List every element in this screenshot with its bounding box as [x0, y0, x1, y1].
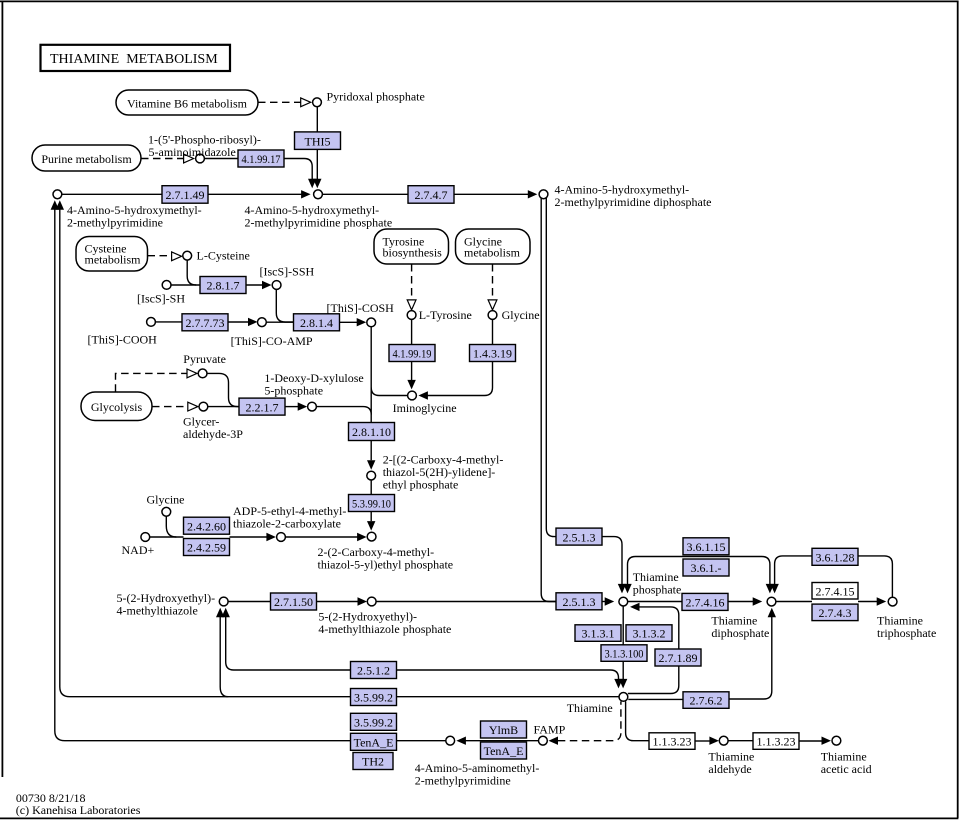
svg-text:2.2.1.7: 2.2.1.7 [246, 400, 279, 414]
svg-text:Thiamine: Thiamine [633, 570, 679, 584]
svg-text:2.7.4.3: 2.7.4.3 [819, 606, 852, 620]
svg-text:thiazole-2-carboxylate: thiazole-2-carboxylate [233, 516, 341, 530]
svg-text:Glycine: Glycine [502, 308, 540, 322]
svg-text:Purine metabolism: Purine metabolism [41, 152, 132, 166]
svg-text:Pyridoxal phosphate: Pyridoxal phosphate [327, 89, 425, 103]
svg-text:4-Amino-5-aminomethyl-: 4-Amino-5-aminomethyl- [415, 761, 540, 775]
svg-text:1.1.3.23: 1.1.3.23 [653, 735, 692, 749]
svg-text:Glycine: Glycine [464, 234, 502, 248]
svg-text:Glycine: Glycine [147, 493, 185, 507]
svg-text:4-methylthiazole phosphate: 4-methylthiazole phosphate [318, 622, 451, 636]
svg-text:FAMP: FAMP [534, 722, 566, 736]
svg-text:3.5.99.2: 3.5.99.2 [354, 691, 393, 705]
svg-text:thiazol-5-yl)ethyl phosphate: thiazol-5-yl)ethyl phosphate [318, 557, 454, 571]
svg-text:2.5.1.3: 2.5.1.3 [563, 595, 596, 609]
svg-text:2-methylpyrimidine: 2-methylpyrimidine [67, 215, 163, 229]
svg-text:4-methylthiazole: 4-methylthiazole [117, 603, 198, 617]
svg-text:Thiamine: Thiamine [711, 613, 757, 627]
svg-text:3.6.1.28: 3.6.1.28 [816, 551, 855, 565]
svg-text:Vitamine B6 metabolism: Vitamine B6 metabolism [127, 96, 248, 110]
svg-text:2.7.4.7: 2.7.4.7 [415, 188, 448, 202]
svg-text:2.7.4.16: 2.7.4.16 [686, 596, 725, 610]
svg-text:L-Cysteine: L-Cysteine [197, 248, 250, 262]
svg-text:aldehyde-3P: aldehyde-3P [183, 427, 243, 441]
svg-text:[ThiS]-COOH: [ThiS]-COOH [88, 333, 158, 347]
svg-text:L-Tyrosine: L-Tyrosine [419, 308, 472, 322]
svg-text:5.3.99.10: 5.3.99.10 [352, 497, 391, 511]
svg-text:[IscS]-SSH: [IscS]-SSH [260, 264, 315, 278]
svg-text:2.7.7.73: 2.7.7.73 [186, 316, 225, 330]
svg-text:Thiamine: Thiamine [708, 749, 754, 763]
svg-text:2.7.6.2: 2.7.6.2 [690, 694, 723, 708]
svg-text:5-phosphate: 5-phosphate [264, 384, 323, 398]
svg-text:triphosphate: triphosphate [877, 626, 936, 640]
svg-text:2.5.1.2: 2.5.1.2 [357, 664, 390, 678]
svg-text:4.1.99.19: 4.1.99.19 [393, 347, 432, 361]
svg-text:2-(2-Carboxy-4-methyl-: 2-(2-Carboxy-4-methyl- [318, 545, 435, 559]
svg-text:1-Deoxy-D-xylulose: 1-Deoxy-D-xylulose [264, 371, 363, 385]
svg-text:2.5.1.3: 2.5.1.3 [563, 530, 596, 544]
svg-text:TH2: TH2 [362, 755, 384, 769]
svg-text:aldehyde: aldehyde [708, 762, 751, 776]
svg-text:2.4.2.60: 2.4.2.60 [187, 519, 226, 533]
svg-text:3.1.3.2: 3.1.3.2 [633, 627, 666, 641]
svg-text:Tyrosine: Tyrosine [383, 234, 425, 248]
svg-text:2.7.4.15: 2.7.4.15 [816, 585, 855, 599]
svg-text:2.7.1.49: 2.7.1.49 [166, 188, 205, 202]
svg-text:[IscS]-SH: [IscS]-SH [137, 292, 185, 306]
svg-text:Pyruvate: Pyruvate [183, 352, 226, 366]
svg-text:3.1.3.1: 3.1.3.1 [582, 627, 615, 641]
svg-text:Thiamine: Thiamine [877, 613, 923, 627]
svg-text:4-Amino-5-hydroxymethyl-: 4-Amino-5-hydroxymethyl- [555, 183, 690, 197]
svg-text:4-Amino-5-hydroxymethyl-: 4-Amino-5-hydroxymethyl- [67, 203, 202, 217]
svg-text:1-(5'-Phospho-ribosyl)-: 1-(5'-Phospho-ribosyl)- [148, 133, 261, 147]
svg-text:THI5: THI5 [305, 134, 331, 148]
svg-text:2.7.1.50: 2.7.1.50 [274, 595, 313, 609]
svg-text:THIAMINE METABOLISM: THIAMINE METABOLISM [50, 52, 218, 67]
svg-text:2.8.1.4: 2.8.1.4 [300, 316, 333, 330]
svg-text:phosphate: phosphate [633, 582, 682, 596]
svg-text:Glycer-: Glycer- [183, 414, 219, 428]
svg-text:2-methylpyrimidine phosphate: 2-methylpyrimidine phosphate [245, 215, 393, 229]
svg-text:diphosphate: diphosphate [711, 626, 769, 640]
svg-text:ethyl phosphate: ethyl phosphate [383, 477, 459, 491]
svg-text:3.1.3.100: 3.1.3.100 [605, 647, 644, 661]
svg-text:5-aminoimidazole: 5-aminoimidazole [149, 145, 236, 159]
svg-text:3.5.99.2: 3.5.99.2 [354, 716, 393, 730]
svg-text:3.6.1.-: 3.6.1.- [691, 561, 722, 575]
svg-text:2-[(2-Carboxy-4-methyl-: 2-[(2-Carboxy-4-methyl- [383, 452, 504, 466]
svg-text:5-(2-Hydroxyethyl)-: 5-(2-Hydroxyethyl)- [318, 610, 417, 624]
svg-text:Thiamine: Thiamine [821, 749, 867, 763]
svg-text:[ThiS]-CO-AMP: [ThiS]-CO-AMP [231, 334, 313, 348]
svg-text:00730 8/21/18: 00730 8/21/18 [16, 791, 86, 805]
svg-text:2.8.1.10: 2.8.1.10 [352, 425, 391, 439]
svg-text:biosynthesis: biosynthesis [383, 245, 443, 259]
svg-text:TenA_E: TenA_E [484, 744, 524, 758]
svg-text:1.1.3.23: 1.1.3.23 [757, 735, 796, 749]
svg-text:2.8.1.7: 2.8.1.7 [207, 279, 240, 293]
svg-text:thiazol-5(2H)-ylidene]-: thiazol-5(2H)-ylidene]- [383, 465, 496, 479]
svg-text:NAD+: NAD+ [122, 543, 155, 557]
svg-text:2-methylpyrimidine: 2-methylpyrimidine [415, 773, 511, 787]
svg-text:3.6.1.15: 3.6.1.15 [687, 540, 726, 554]
svg-text:metabolism: metabolism [85, 253, 142, 267]
svg-text:[ThiS]-COSH: [ThiS]-COSH [327, 301, 395, 315]
svg-text:acetic acid: acetic acid [821, 762, 872, 776]
svg-text:Thiamine: Thiamine [567, 701, 613, 715]
svg-text:Glycolysis: Glycolysis [91, 400, 143, 414]
svg-text:metabolism: metabolism [464, 245, 521, 259]
svg-text:1.4.3.19: 1.4.3.19 [473, 347, 512, 361]
svg-text:4.1.99.17: 4.1.99.17 [242, 152, 281, 166]
svg-text:Iminoglycine: Iminoglycine [393, 401, 457, 415]
svg-text:2-methylpyrimidine diphosphate: 2-methylpyrimidine diphosphate [555, 195, 712, 209]
svg-text:TenA_E: TenA_E [354, 736, 394, 750]
svg-text:(c) Kanehisa Laboratories: (c) Kanehisa Laboratories [16, 803, 141, 817]
svg-text:2.7.1.89: 2.7.1.89 [659, 651, 698, 665]
svg-text:ADP-5-ethyl-4-methyl-: ADP-5-ethyl-4-methyl- [233, 504, 346, 518]
svg-text:5-(2-Hydroxyethyl)-: 5-(2-Hydroxyethyl)- [117, 591, 216, 605]
svg-text:Cysteine: Cysteine [85, 242, 127, 256]
svg-text:YlmB: YlmB [489, 723, 518, 737]
svg-text:2.4.2.59: 2.4.2.59 [187, 541, 226, 555]
svg-text:4-Amino-5-hydroxymethyl-: 4-Amino-5-hydroxymethyl- [245, 203, 380, 217]
